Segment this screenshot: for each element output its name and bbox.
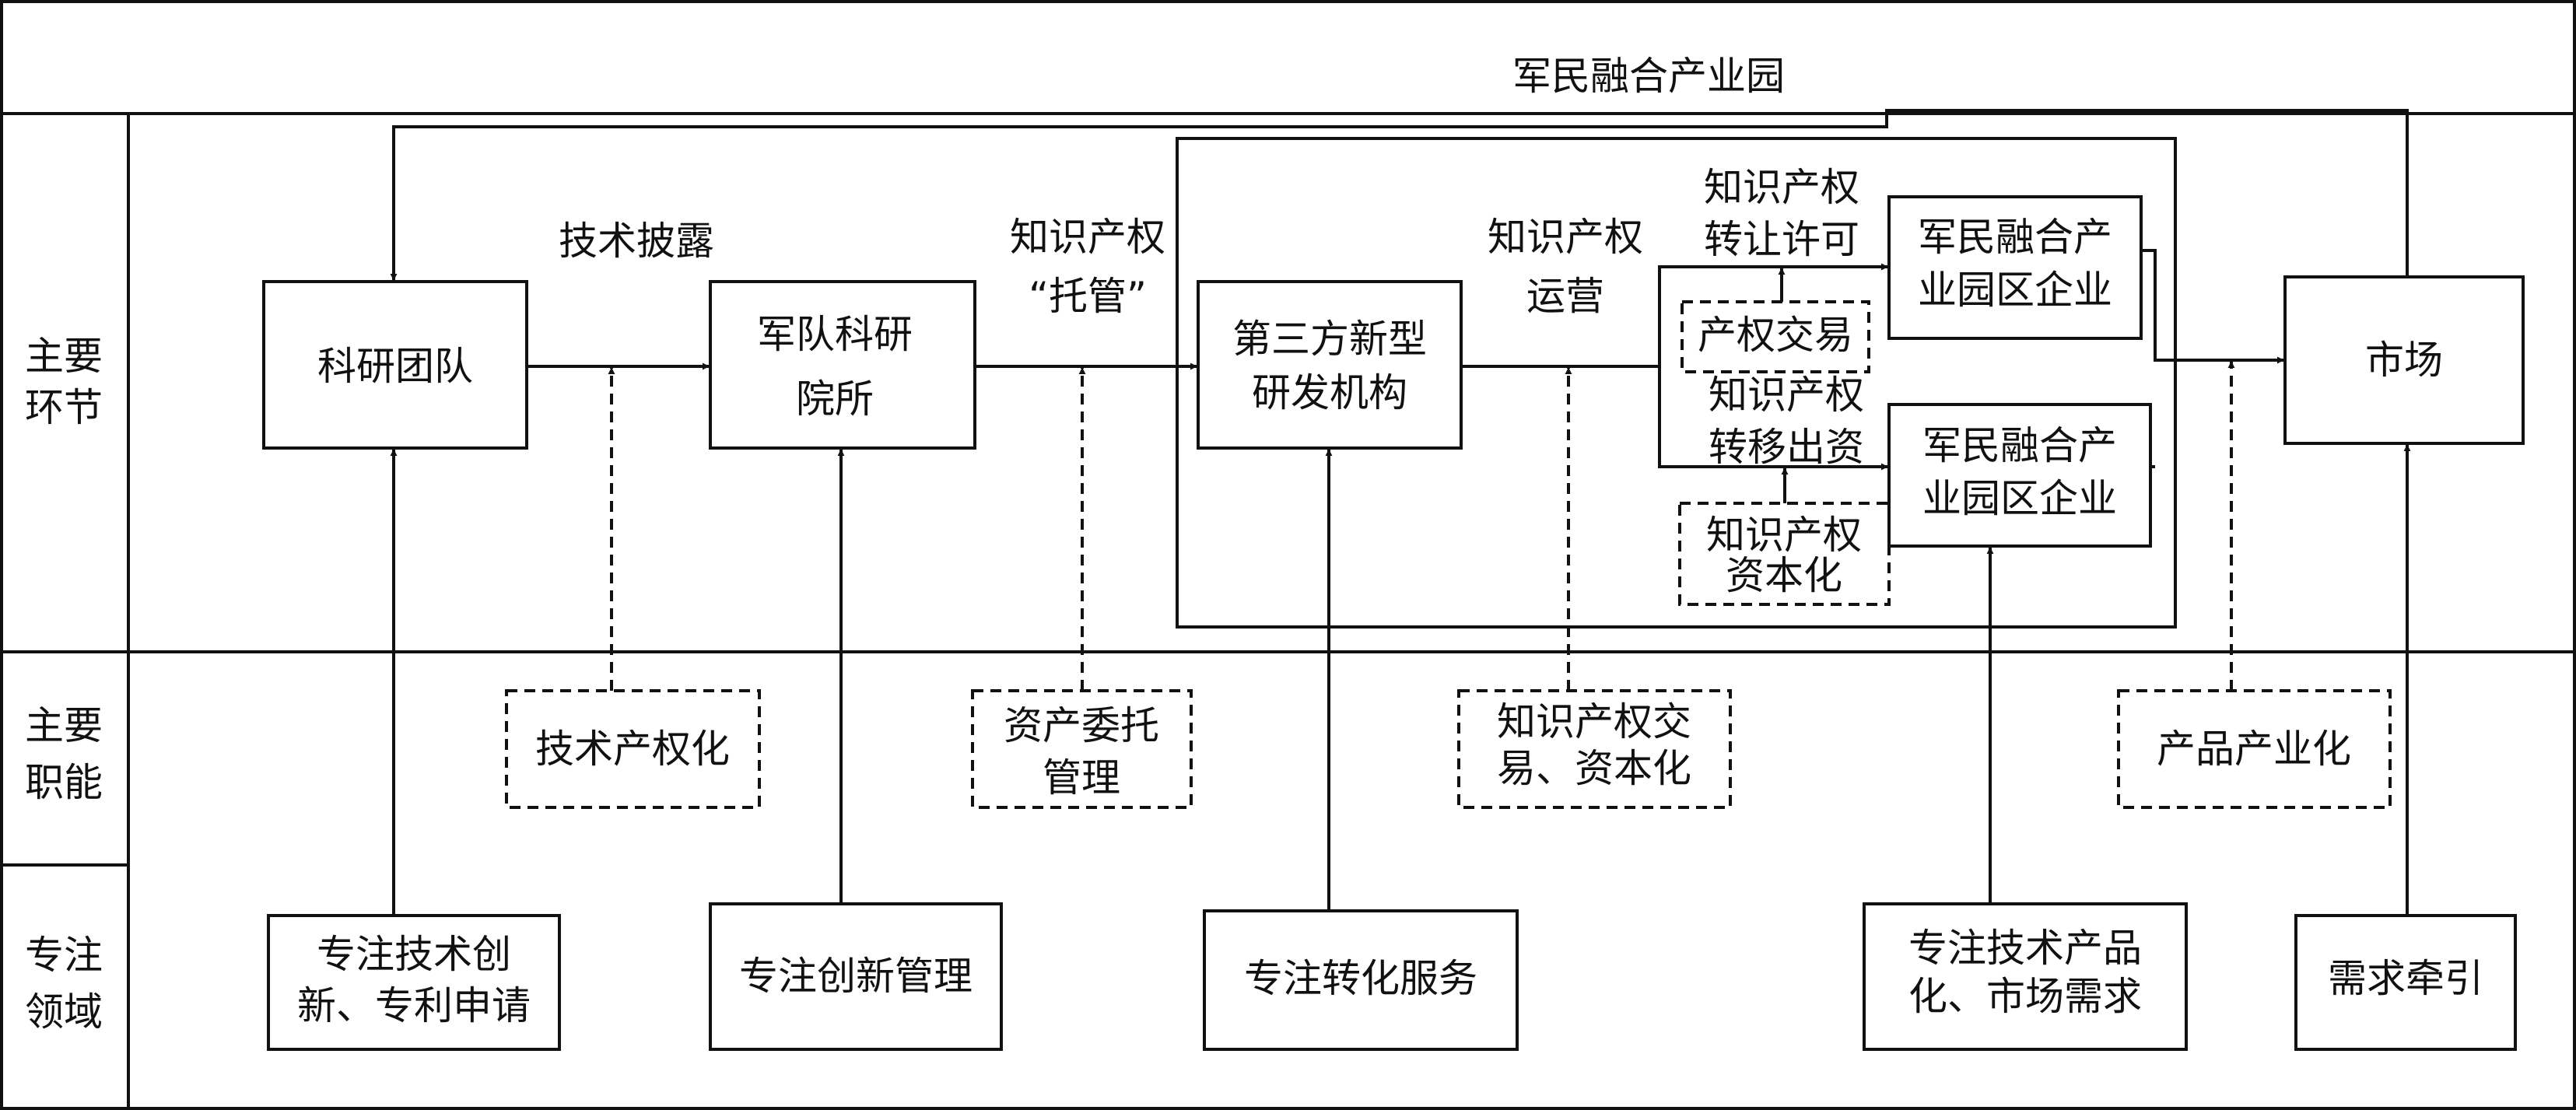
focus-demand-pull: 需求牵引: [2328, 956, 2483, 1001]
node-market: 市场: [2365, 338, 2443, 383]
function-ip-trade-capital-2: 易、资本化: [1497, 746, 1691, 791]
focus-productization-market-2: 化、市场需求: [1908, 974, 2142, 1019]
edge-thirdparty-to-enterprise-top: [1461, 263, 1888, 368]
edge-label-ip-operation-2: 运营: [1526, 274, 1604, 319]
edge-thirdparty-to-enterprise-bottom: [1658, 366, 1888, 471]
node-enterprise-top-2: 业园区企业: [1918, 268, 2112, 313]
enterprise-top-box: [1887, 195, 2143, 340]
row-label-focus-2: 领域: [25, 989, 103, 1035]
node-third-party-2: 研发机构: [1252, 370, 1407, 415]
edge-market-feedback: [390, 109, 2409, 281]
focus-box-transformation-service: [1203, 909, 1519, 1051]
node-enterprise-bottom-2: 业园区企业: [1922, 476, 2117, 521]
function-asset-entrustment-2: 管理: [1043, 755, 1120, 800]
row-label-functions-2: 职能: [25, 760, 103, 805]
ip-operation-region: [1176, 137, 2177, 629]
node-third-party-1: 第三方新型: [1232, 317, 1427, 362]
edge-enterprise-to-market: [2141, 249, 2284, 364]
function-box-ip-capitalization: [1678, 502, 1891, 606]
row-label-functions-1: 主要: [25, 703, 103, 748]
inner-function-property-trade: 产权交易: [1698, 313, 1853, 358]
function-asset-entrustment-1: 资产委托: [1004, 703, 1159, 748]
focus-box-innovation-patent: [267, 914, 561, 1051]
market-box: [2283, 275, 2525, 445]
inner-function-ip-capitalization-2: 资本化: [1726, 553, 1842, 598]
focus-transformation-service: 专注转化服务: [1244, 956, 1477, 1001]
row-label-links-1: 主要: [25, 334, 103, 379]
node-enterprise-bottom-1: 军民融合产: [1922, 423, 2117, 468]
edge-label-ip-transfer-invest-2: 转移出资: [1709, 425, 1864, 470]
focus-innovation-management: 专注创新管理: [739, 954, 973, 999]
focus-innovation-patent-2: 新、专利申请: [297, 983, 531, 1028]
edge-label-ip-transfer-license-2: 转让许可: [1704, 217, 1859, 262]
node-research-team: 科研团队: [317, 344, 473, 389]
inner-function-ip-capitalization-1: 知识产权: [1706, 513, 1862, 558]
edge-label-tech-disclosure: 技术披露: [559, 219, 714, 264]
function-tech-propertization: 技术产权化: [535, 727, 730, 772]
function-box-tech-propertization: [505, 689, 761, 809]
function-box-product-industrialization: [2117, 689, 2392, 809]
node-military-institute-2: 院所: [796, 376, 874, 422]
row-label-focus-1: 专注: [25, 933, 103, 978]
node-enterprise-top-1: 军民融合产: [1918, 215, 2112, 260]
function-box-ip-trade-capital: [1457, 689, 1732, 809]
node-military-institute-1: 军队科研: [757, 312, 913, 357]
military-institute-box: [709, 280, 976, 450]
function-product-industrialization: 产品产业化: [2157, 727, 2351, 772]
focus-box-productization-market: [1863, 902, 2188, 1051]
focus-box-innovation-management: [709, 902, 1003, 1051]
focus-innovation-patent-1: 专注技术创: [317, 932, 511, 977]
row-label-links-2: 环节: [25, 385, 103, 430]
third-party-box: [1197, 280, 1463, 450]
header-title: 军民融合产业园: [1512, 54, 1785, 99]
edge-label-ip-custody-2: “托管”: [1029, 274, 1147, 319]
edge-label-ip-transfer-license-1: 知识产权: [1704, 165, 1859, 210]
edge-label-ip-transfer-invest-1: 知识产权: [1709, 373, 1864, 418]
focus-productization-market-1: 专注技术产品: [1908, 926, 2142, 971]
function-box-property-trade: [1681, 300, 1870, 373]
edge-label-ip-operation-1: 知识产权: [1488, 215, 1643, 260]
edge-label-ip-custody-1: 知识产权: [1010, 215, 1165, 260]
enterprise-bottom-box: [1887, 403, 2152, 548]
function-ip-trade-capital-1: 知识产权交: [1497, 699, 1691, 744]
